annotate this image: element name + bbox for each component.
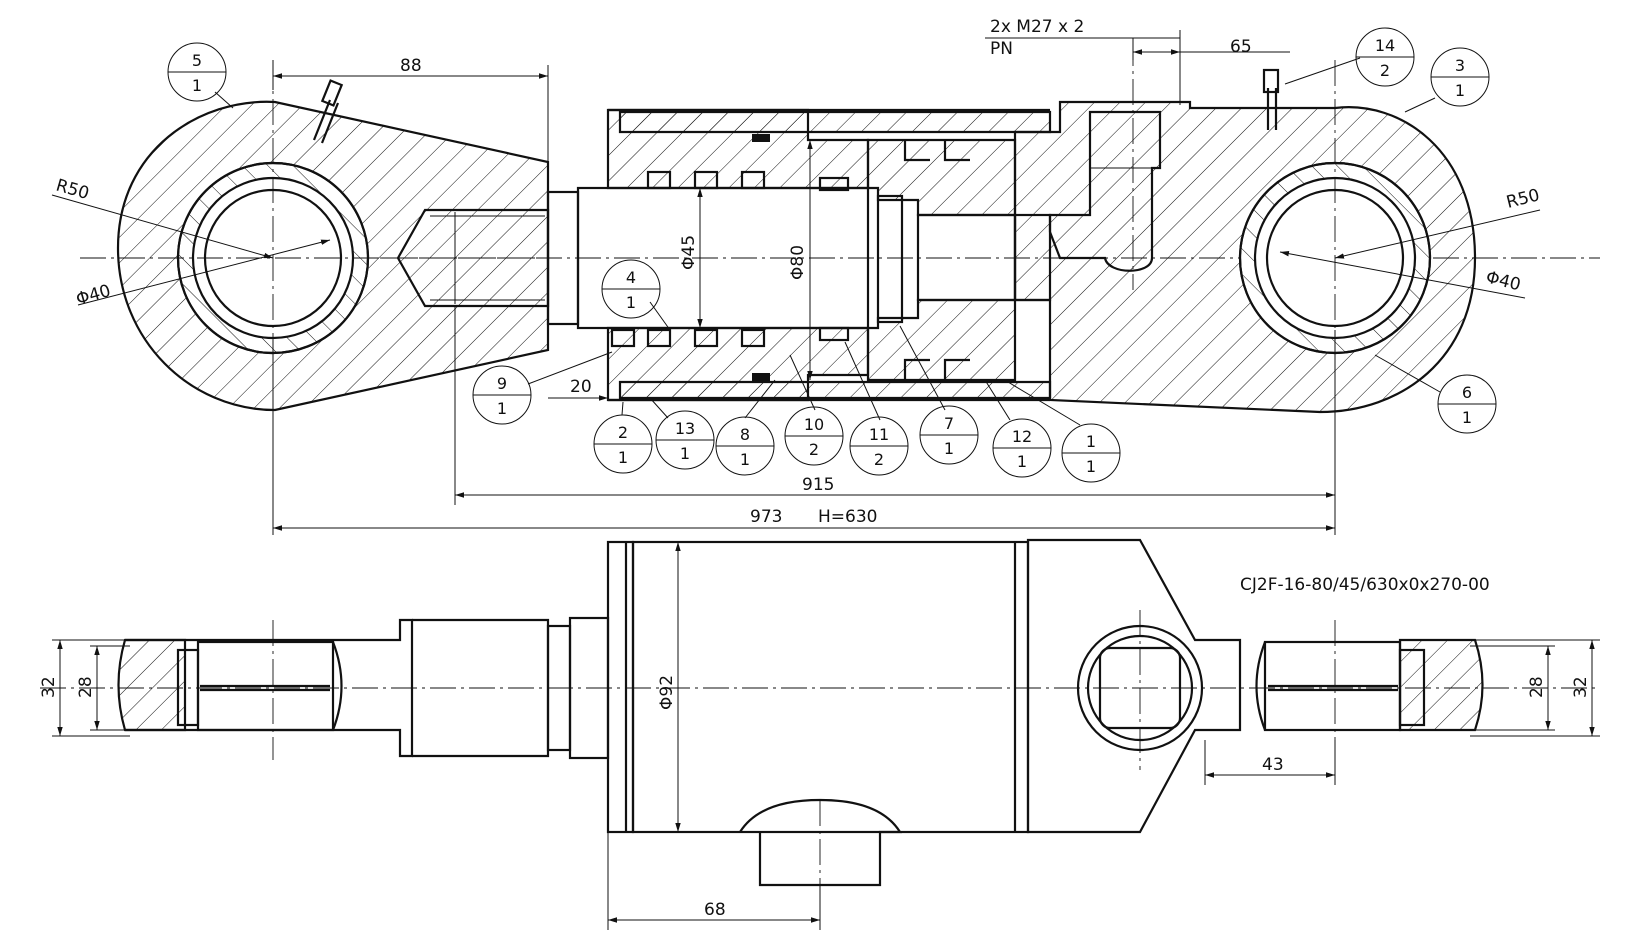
- balloon-1: 1 1: [1061, 423, 1121, 483]
- balloon-5-qty: 1: [192, 76, 202, 95]
- balloon-14: 14 2: [1355, 27, 1415, 87]
- dim-28-left: 28: [76, 676, 96, 698]
- dim-915: 915: [802, 475, 834, 495]
- balloon-9: 9 1: [472, 365, 532, 425]
- dim-phi45: Φ45: [679, 235, 699, 270]
- balloon-2-num: 2: [618, 423, 628, 442]
- balloon-10-qty: 2: [809, 440, 819, 459]
- balloon-11: 11 2: [849, 416, 909, 476]
- dim-32-left: 32: [39, 676, 59, 698]
- balloon-10: 10 2: [784, 406, 844, 466]
- balloon-9-qty: 1: [497, 399, 507, 418]
- external-view: [40, 538, 1600, 900]
- balloon-1-qty: 1: [1086, 457, 1096, 476]
- balloon-6-num: 6: [1462, 383, 1472, 402]
- balloon-5-num: 5: [192, 51, 202, 70]
- balloon-11-num: 11: [869, 425, 889, 444]
- balloon-10-num: 10: [804, 415, 824, 434]
- balloon-14-qty: 2: [1380, 61, 1390, 80]
- barrel: [608, 108, 1052, 402]
- piston: [866, 138, 1017, 382]
- dim-phi40-left: Φ40: [74, 281, 113, 310]
- balloon-13-num: 13: [675, 419, 695, 438]
- balloon-12: 12 1: [992, 418, 1052, 478]
- rear-head: [1013, 40, 1477, 430]
- balloon-4-num: 4: [626, 268, 636, 287]
- balloon-3-num: 3: [1455, 56, 1465, 75]
- balloon-6-qty: 1: [1462, 408, 1472, 427]
- balloon-12-num: 12: [1012, 427, 1032, 446]
- balloon-12-qty: 1: [1017, 452, 1027, 471]
- dim-28-right: 28: [1527, 676, 1547, 698]
- dimensions: 88 65 2x M27 x 2 PN R50 Φ40 R50 Φ40 Φ45 …: [39, 17, 1600, 930]
- dim-973: 973: [750, 507, 782, 527]
- rear-side: [1026, 538, 1484, 834]
- part-designation: CJ2F-16-80/45/630x0x270-00: [1240, 575, 1490, 595]
- balloon-2-qty: 1: [618, 448, 628, 467]
- dim-88: 88: [400, 56, 422, 76]
- balloon-4-qty: 1: [626, 293, 636, 312]
- balloons: 5 1 14 2 3 1 4 1 9 1: [167, 27, 1497, 483]
- balloon-7: 7 1: [919, 405, 979, 465]
- balloon-13-qty: 1: [680, 444, 690, 463]
- port-note-line1: 2x M27 x 2: [990, 17, 1084, 37]
- barrel-side: [606, 540, 1030, 887]
- dim-r50-right: R50: [1504, 185, 1541, 212]
- dim-phi80: Φ80: [788, 245, 808, 280]
- gland: [606, 108, 870, 402]
- dim-65: 65: [1230, 37, 1252, 57]
- balloon-9-num: 9: [497, 374, 507, 393]
- balloon-7-qty: 1: [944, 439, 954, 458]
- dim-r50-left: R50: [54, 176, 92, 204]
- dim-32-right: 32: [1571, 676, 1591, 698]
- balloon-13: 13 1: [655, 410, 715, 470]
- balloon-3-qty: 1: [1455, 81, 1465, 100]
- section-view: [80, 40, 1600, 430]
- dim-68: 68: [704, 900, 726, 920]
- balloon-2: 2 1: [593, 414, 653, 474]
- balloon-4: 4 1: [601, 259, 661, 319]
- dim-43: 43: [1262, 755, 1284, 775]
- gland-seals: [610, 134, 850, 381]
- balloon-5: 5 1: [167, 42, 227, 102]
- balloon-11-qty: 2: [874, 450, 884, 469]
- port-note-line2: PN: [990, 39, 1013, 59]
- balloon-6: 6 1: [1437, 374, 1497, 434]
- balloon-8-num: 8: [740, 425, 750, 444]
- balloon-7-num: 7: [944, 414, 954, 433]
- rod-eye-left: [80, 60, 560, 430]
- balloon-3: 3 1: [1430, 47, 1490, 107]
- balloon-8: 8 1: [715, 416, 775, 476]
- balloon-14-num: 14: [1375, 36, 1395, 55]
- dim-stroke: H=630: [818, 507, 877, 527]
- balloon-8-qty: 1: [740, 450, 750, 469]
- dim-20: 20: [570, 377, 592, 397]
- dim-phi92: Φ92: [657, 675, 677, 710]
- balloon-1-num: 1: [1086, 432, 1096, 451]
